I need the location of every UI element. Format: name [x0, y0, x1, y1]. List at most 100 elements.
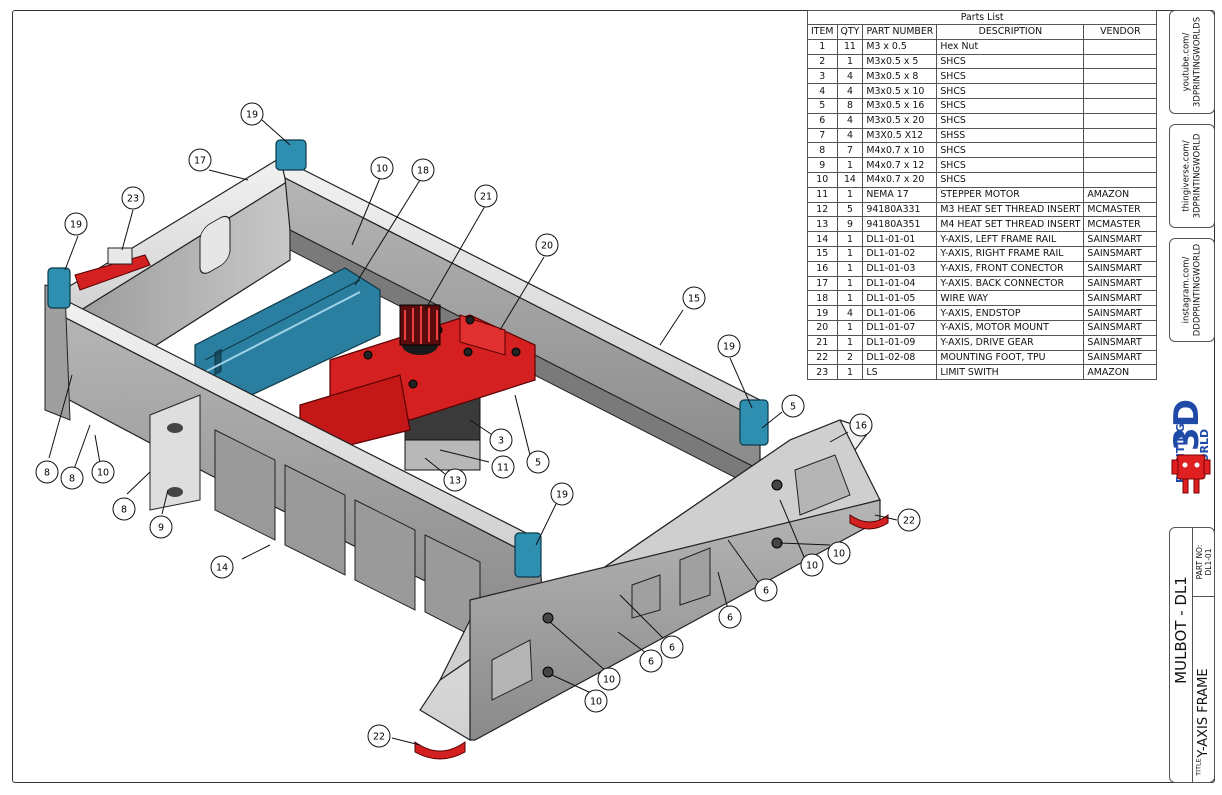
cell-part-number: DL1-01-07: [862, 319, 938, 336]
balloon-callout: 10: [827, 541, 851, 565]
logo-robot-icon: [1171, 454, 1211, 494]
balloon-label: 18: [417, 166, 429, 177]
title-cell: Y-AXIS FRAME TITLE: [1192, 596, 1214, 782]
cell-vendor: [1083, 83, 1158, 99]
cell-part-number: M3x0.5 x 16: [862, 97, 938, 114]
cell-qty: 1: [836, 319, 864, 336]
balloon-label: 21: [480, 192, 492, 203]
cell-item: 14: [807, 231, 838, 247]
cell-description: Y-AXIS, RIGHT FRAME RAIL: [936, 245, 1085, 262]
balloon-label: 5: [535, 458, 541, 469]
cell-vendor: [1083, 97, 1158, 114]
cell-qty: 4: [836, 305, 864, 321]
balloon-label: 6: [727, 613, 733, 624]
cell-item: 2: [807, 53, 838, 70]
cell-part-number: M3x0.5 x 8: [862, 68, 938, 85]
balloon-label: 9: [158, 523, 164, 534]
balloon-callout: 16: [849, 413, 873, 437]
cell-vendor: AMAZON: [1083, 364, 1158, 381]
part-no-label: PART NO:: [1195, 544, 1204, 580]
limit-switch: [74, 247, 151, 291]
cell-vendor: [1083, 127, 1158, 144]
cell-description: SHCS: [936, 83, 1085, 99]
cell-description: Y-AXIS, ENDSTOP: [936, 305, 1085, 321]
balloon-label: 8: [69, 474, 75, 485]
cell-item: 15: [807, 245, 838, 262]
cell-description: Hex Nut: [936, 38, 1085, 55]
cell-qty: 4: [836, 112, 864, 129]
cell-item: 8: [807, 142, 838, 159]
title-block: PART NO: DL1-01 MULBOT - DL1 Y-AXIS FRAM…: [1169, 527, 1215, 783]
cell-vendor: MCMASTER: [1083, 216, 1158, 233]
cell-qty: 4: [836, 68, 864, 85]
cell-qty: 1: [836, 290, 864, 307]
youtube-link-box: youtube.com/3DPRINTINGWORLDS: [1169, 10, 1215, 114]
balloon-callout: 23: [121, 186, 145, 210]
header-qty: QTY: [836, 24, 864, 40]
thingiverse-link-box: thingiverse.com/3DPRINTINGWORLD: [1169, 124, 1215, 228]
cell-item: 20: [807, 319, 838, 336]
parts-list-title: Parts List: [806, 10, 1158, 25]
balloon-callout: 8: [60, 466, 84, 490]
cell-vendor: SAINSMART: [1083, 275, 1158, 292]
balloon-callout: 14: [210, 555, 234, 579]
balloon-callout: 19: [240, 102, 264, 126]
cell-description: SHCS: [936, 157, 1085, 173]
instagram-link[interactable]: instagram.com/DDDPRINTINGWORLD: [1181, 243, 1203, 337]
balloon-label: 6: [763, 586, 769, 597]
balloon-label: 19: [556, 490, 568, 501]
parts-list-table: Parts List ITEM QTY PART NUMBER DESCRIPT…: [806, 10, 1158, 381]
cell-item: 3: [807, 68, 838, 85]
cell-qty: 11: [836, 38, 864, 55]
thingiverse-link[interactable]: thingiverse.com/3DPRINTINGWORLD: [1181, 133, 1203, 219]
balloon-label: 10: [833, 549, 845, 560]
cell-item: 17: [807, 275, 838, 292]
cell-vendor: SAINSMART: [1083, 305, 1158, 321]
leader-lines: [48, 119, 898, 746]
cell-qty: 1: [836, 53, 864, 70]
balloon-label: 8: [44, 468, 50, 479]
cell-description: Y-AXIS, DRIVE GEAR: [936, 334, 1085, 351]
balloon-callout: 10: [584, 689, 608, 713]
cell-description: Y-AXIS, FRONT CONECTOR: [936, 260, 1085, 277]
cell-qty: 14: [836, 171, 864, 188]
logo-3d: 3D: [1169, 399, 1207, 451]
cell-part-number: M3x0.5 x 5: [862, 53, 938, 70]
cell-part-number: DL1-01-05: [862, 290, 938, 307]
cell-part-number: LS: [862, 364, 938, 381]
balloon-label: 11: [497, 463, 509, 474]
cell-qty: 1: [836, 231, 864, 247]
balloon-callout: 8: [35, 460, 59, 484]
balloon-callout: 18: [411, 158, 435, 182]
project-cell: MULBOT - DL1: [1170, 528, 1192, 782]
header-item: ITEM: [807, 24, 838, 40]
cell-vendor: SAINSMART: [1083, 231, 1158, 247]
cell-description: MOUNTING FOOT, TPU: [936, 349, 1085, 366]
cell-description: WIRE WAY: [936, 290, 1085, 307]
youtube-link[interactable]: youtube.com/3DPRINTINGWORLDS: [1181, 16, 1203, 108]
balloon-callout: 15: [682, 286, 706, 310]
cell-part-number: 94180A331: [862, 201, 938, 218]
cell-vendor: [1083, 53, 1158, 70]
cell-qty: 1: [836, 364, 864, 381]
cell-qty: 1: [836, 157, 864, 173]
balloon-label: 5: [790, 402, 796, 413]
balloon-callout: 19: [717, 334, 741, 358]
balloon-label: 10: [590, 697, 602, 708]
cell-item: 16: [807, 260, 838, 277]
cell-item: 6: [807, 112, 838, 129]
part-number-cell: PART NO: DL1-01: [1192, 528, 1214, 596]
cell-qty: 1: [836, 275, 864, 292]
cell-item: 19: [807, 305, 838, 321]
